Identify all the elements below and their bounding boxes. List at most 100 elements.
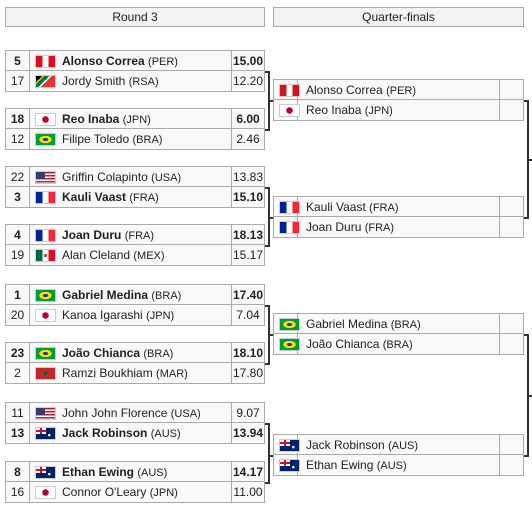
- surfer-name[interactable]: Kauli Vaast: [62, 190, 127, 204]
- competitor-name[interactable]: Ramzi Boukhiam (MAR): [62, 363, 188, 384]
- competitor-name[interactable]: Jordy Smith (RSA): [62, 71, 159, 92]
- competitor-name[interactable]: Kanoa Igarashi (JPN): [62, 305, 174, 326]
- country-code[interactable]: (AUS): [137, 467, 168, 479]
- competitor-name[interactable]: Kauli Vaast (FRA): [306, 197, 398, 218]
- competitor-name[interactable]: Gabriel Medina (BRA): [306, 314, 421, 335]
- seed-number: 11: [6, 403, 30, 422]
- country-code[interactable]: (MAR): [156, 368, 188, 380]
- surfer-name[interactable]: Kanoa Igarashi: [62, 308, 143, 322]
- flag-bra-icon: [35, 133, 56, 146]
- flag-fra-icon: [279, 221, 300, 234]
- country-code[interactable]: (BRA): [382, 339, 413, 351]
- heat-score: [499, 334, 523, 354]
- country-code[interactable]: (PER): [148, 56, 178, 68]
- quarterfinal-heat: Jack Robinson (AUS)Ethan Ewing (AUS): [273, 434, 524, 476]
- flag-fra-icon: [279, 201, 300, 214]
- quarterfinal-competitor-row: Gabriel Medina (BRA): [273, 313, 524, 334]
- country-code[interactable]: (MEX): [133, 250, 165, 262]
- competitor-name[interactable]: Alan Cleland (MEX): [62, 245, 165, 266]
- surfer-name[interactable]: Filipe Toledo: [62, 132, 130, 146]
- competitor-name[interactable]: Jack Robinson (AUS): [62, 423, 181, 444]
- country-code[interactable]: (FRA): [124, 230, 155, 242]
- competitor-name[interactable]: João Chianca (BRA): [306, 334, 413, 355]
- country-code[interactable]: (AUS): [376, 460, 407, 472]
- competitor-name[interactable]: Alonso Correa (PER): [306, 80, 416, 101]
- country-code[interactable]: (AUS): [150, 428, 181, 440]
- surfer-name[interactable]: Joan Duru: [62, 228, 122, 242]
- competitor-name[interactable]: Reo Inaba (JPN): [306, 100, 393, 121]
- surfer-name[interactable]: Kauli Vaast: [306, 200, 366, 214]
- country-code[interactable]: (JPN): [149, 487, 178, 499]
- competitor-name[interactable]: Alonso Correa (PER): [62, 51, 178, 72]
- surfer-name[interactable]: Reo Inaba: [62, 112, 120, 126]
- surfer-name[interactable]: Reo Inaba: [306, 103, 362, 117]
- country-code[interactable]: (PER): [386, 85, 417, 97]
- surfer-name[interactable]: Ethan Ewing: [62, 465, 134, 479]
- country-code[interactable]: (AUS): [388, 440, 419, 452]
- competitor-name[interactable]: John John Florence (USA): [62, 403, 201, 424]
- quarterfinal-competitor-row: Kauli Vaast (FRA): [273, 196, 524, 217]
- competitor-name[interactable]: Gabriel Medina (BRA): [62, 285, 181, 306]
- flag-usa-icon: [35, 171, 56, 184]
- country-code[interactable]: (FRA): [129, 192, 159, 204]
- heat-score: 13.94: [231, 423, 264, 443]
- surfer-name[interactable]: Gabriel Medina: [306, 317, 388, 331]
- competitor-name[interactable]: Kauli Vaast (FRA): [62, 187, 159, 208]
- seed-number: 19: [6, 245, 30, 265]
- flag-bra-icon: [35, 347, 56, 360]
- country-code[interactable]: (BRA): [390, 319, 421, 331]
- competitor-name[interactable]: Connor O'Leary (JPN): [62, 482, 178, 503]
- competitor-name[interactable]: Ethan Ewing (AUS): [306, 455, 407, 476]
- surfer-name[interactable]: João Chianca: [62, 346, 141, 360]
- country-code[interactable]: (BRA): [143, 348, 174, 360]
- flag-aus-icon: [35, 427, 56, 440]
- surfer-name[interactable]: Joan Duru: [306, 220, 362, 234]
- competitor-name[interactable]: Reo Inaba (JPN): [62, 109, 151, 130]
- surfer-name[interactable]: Ethan Ewing: [306, 458, 374, 472]
- competitor-name[interactable]: Griffin Colapinto (USA): [62, 167, 181, 188]
- surfer-name[interactable]: John John Florence: [62, 406, 168, 420]
- heat-score: 15.17: [231, 245, 264, 265]
- competitor-name[interactable]: Joan Duru (FRA): [306, 217, 394, 238]
- surfer-name[interactable]: Jack Robinson: [62, 426, 148, 440]
- country-code[interactable]: (JPN): [122, 114, 151, 126]
- surfer-name[interactable]: Alonso Correa: [62, 54, 145, 68]
- country-code[interactable]: (USA): [151, 172, 182, 184]
- country-code[interactable]: (BRA): [151, 290, 182, 302]
- heat-score: 13.83: [231, 167, 264, 186]
- surfer-name[interactable]: Ramzi Boukhiam: [62, 366, 153, 380]
- competitor-name[interactable]: Jack Robinson (AUS): [306, 435, 418, 456]
- surfer-name[interactable]: Alan Cleland: [62, 248, 131, 262]
- flag-jpn-icon: [279, 104, 300, 117]
- surfer-name[interactable]: Connor O'Leary: [62, 485, 147, 499]
- competitor-name[interactable]: Filipe Toledo (BRA): [62, 129, 162, 150]
- seed-number: 18: [6, 109, 30, 128]
- country-code[interactable]: (USA): [170, 408, 201, 420]
- competitor-name[interactable]: Joan Duru (FRA): [62, 225, 154, 246]
- surfer-name[interactable]: João Chianca: [306, 337, 380, 351]
- country-code[interactable]: (BRA): [132, 134, 163, 146]
- heat-score: 14.17: [231, 462, 264, 481]
- country-code[interactable]: (JPN): [364, 105, 393, 117]
- country-code[interactable]: (FRA): [369, 202, 399, 214]
- competitor-name[interactable]: Ethan Ewing (AUS): [62, 462, 167, 483]
- heat-score: 15.10: [231, 187, 264, 207]
- heat-score: [499, 80, 523, 99]
- surfer-name[interactable]: Griffin Colapinto: [62, 170, 148, 184]
- country-code[interactable]: (FRA): [364, 222, 395, 234]
- competitor-name[interactable]: João Chianca (BRA): [62, 343, 173, 364]
- country-code[interactable]: (RSA): [128, 76, 159, 88]
- surfer-name[interactable]: Jack Robinson: [306, 438, 385, 452]
- surfer-name[interactable]: Gabriel Medina: [62, 288, 149, 302]
- country-code[interactable]: (JPN): [146, 310, 175, 322]
- surfer-name[interactable]: Jordy Smith: [62, 74, 126, 88]
- heat-score: [499, 314, 523, 333]
- flag-usa-icon: [35, 407, 56, 420]
- surfer-name[interactable]: Alonso Correa: [306, 83, 383, 97]
